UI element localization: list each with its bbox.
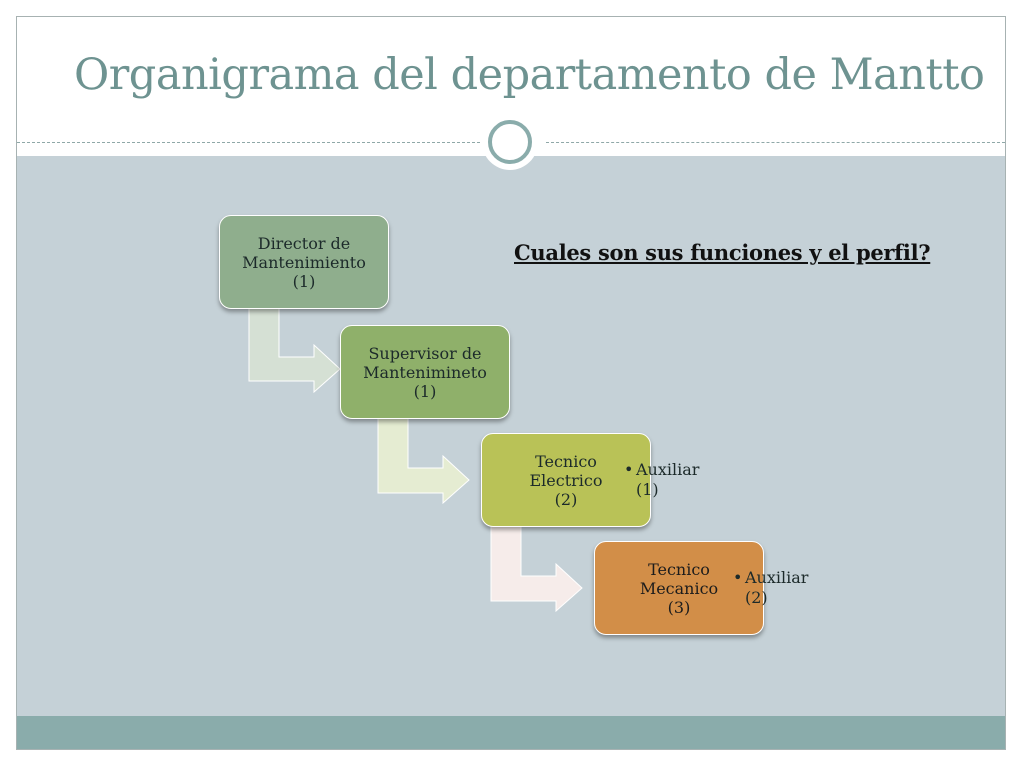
org-box-tecnico-mecanico: Tecnico Mecanico (3) [594,541,764,635]
org-box-line: Tecnico [535,451,597,471]
title-divider-left [17,142,480,143]
org-box-line: (1) [292,271,316,291]
org-box-line: Supervisor de [368,343,482,363]
org-box-line: Tecnico [648,559,710,579]
org-box-line: Director de [257,233,351,253]
connector-arrow-2 [377,417,470,505]
org-box-line: (1) [413,381,437,401]
bullet-line: Auxiliar [636,460,700,479]
org-box-director: Director de Mantenimiento (1) [219,215,389,309]
slide-title: Organigrama del departamento de Mantto [74,50,985,100]
bullet-dot-icon: • [624,460,634,479]
org-box-line: Mantenimiento [242,252,366,272]
org-box-tecnico-electrico: Tecnico Electrico (2) [481,433,651,527]
org-box-line: Electrico [529,470,603,490]
bullet-dot-icon: • [733,568,743,587]
bullet-auxiliar-electrico: • Auxiliar (1) [624,460,700,500]
bullet-line: Auxiliar [745,568,809,587]
connector-arrow-3 [490,525,583,613]
org-box-supervisor: Supervisor de Mantenimineto (1) [340,325,510,419]
functions-question: Cuales son sus funciones y el perfil? [514,240,931,265]
footer-band [17,716,1005,749]
org-box-line: (3) [667,597,691,617]
title-divider-right [546,142,1005,143]
org-box-line: (2) [554,489,578,509]
ornament-ring [488,120,532,164]
org-box-line: Mecanico [639,578,719,598]
bullet-line: (2) [745,588,768,607]
bullet-auxiliar-mecanico: • Auxiliar (2) [733,568,809,608]
connector-arrow-1 [248,307,341,394]
org-box-line: Mantenimineto [363,362,487,382]
circle-ornament-icon [482,114,538,170]
bullet-line: (1) [636,480,659,499]
